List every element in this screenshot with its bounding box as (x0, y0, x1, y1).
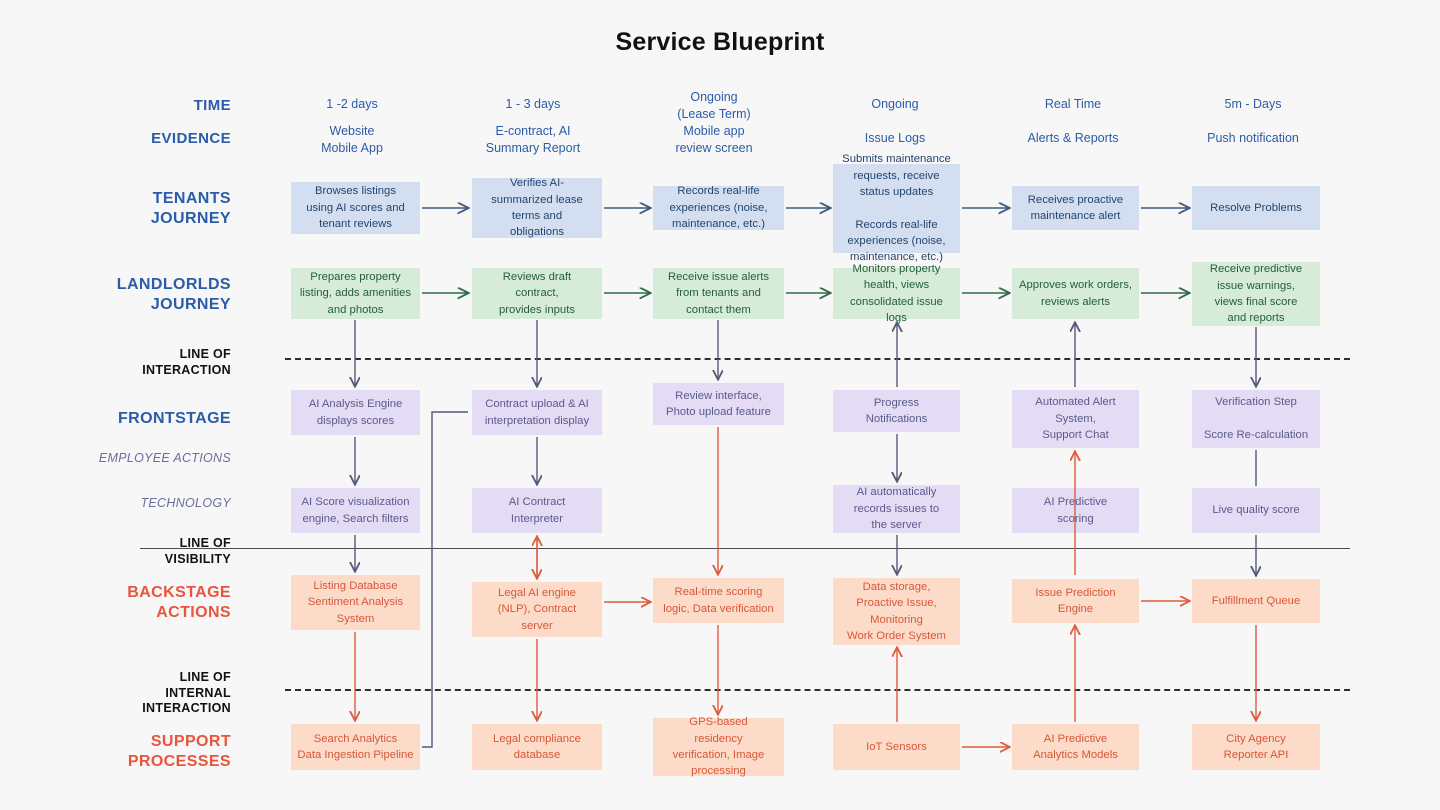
row-label-time: TIME (193, 97, 231, 114)
time-col-4: Ongoing (871, 97, 919, 111)
support-step-2[interactable]: Legal compliance database (472, 724, 602, 770)
line-of-visibility-rule (140, 548, 1350, 549)
time-col-1: 1 -2 days (326, 97, 378, 111)
support-step-1[interactable]: Search Analytics Data Ingestion Pipeline (291, 724, 420, 770)
landlord-step-2[interactable]: Reviews draft contract, provides inputs (472, 268, 602, 319)
evidence-col-1: Website Mobile App (321, 124, 383, 155)
backstage-step-6[interactable]: Fulfillment Queue (1192, 579, 1320, 623)
time-col-6: 5m - Days (1224, 97, 1282, 111)
time-col-2: 1 - 3 days (505, 97, 561, 111)
backstage-step-4[interactable]: Data storage, Proactive Issue, Monitorin… (833, 578, 960, 645)
backstage-to-technology-links (537, 452, 1075, 578)
row-label-landlords-journey: LANDLORLDS JOURNEY (116, 276, 231, 313)
frontstage-step-3[interactable]: Review interface, Photo upload feature (653, 383, 784, 425)
row-label-frontstage: FRONTSTAGE (117, 410, 231, 427)
line-of-interaction-rule (285, 358, 1350, 360)
row-label-evidence: EVIDENCE (151, 130, 231, 147)
time-col-3: Ongoing (Lease Term) (677, 90, 751, 121)
technology-step-1[interactable]: AI Score visualization engine, Search fi… (291, 488, 420, 533)
support-step-3[interactable]: GPS-based residency verification, Image … (653, 716, 784, 777)
tenant-step-3[interactable]: Records real-life experiences (noise, ma… (653, 185, 784, 230)
support-step-5[interactable]: AI Predictive Analytics Models (1012, 724, 1139, 770)
landlord-step-5[interactable]: Approves work orders, reviews alerts (1012, 268, 1139, 319)
landlord-step-3[interactable]: Receive issue alerts from tenants and co… (653, 268, 784, 319)
evidence-col-6: Push notification (1207, 131, 1299, 145)
technology-step-6[interactable]: Live quality score (1192, 488, 1320, 533)
row-label-line-of-interaction: LINE OF INTERACTION (142, 347, 231, 377)
frontstage-step-4[interactable]: Progress Notifications (833, 390, 960, 432)
pipeline-to-contract-upload-elbow (422, 411, 468, 748)
row-label-line-of-internal-interaction: LINE OF INTERNAL INTERACTION (142, 670, 231, 716)
frontstage-to-landlord-links (897, 323, 1075, 387)
technology-step-4[interactable]: AI automatically records issues to the s… (833, 485, 960, 533)
row-label-tenants-journey: TENANTS JOURNEY (150, 190, 231, 227)
backstage-step-5[interactable]: Issue Prediction Engine (1012, 579, 1139, 623)
landlord-to-frontstage-links (355, 320, 1256, 386)
tenant-step-4[interactable]: Submits maintenance requests, receive st… (833, 153, 960, 263)
page-title: Service Blueprint (615, 28, 825, 56)
evidence-col-5: Alerts & Reports (1027, 131, 1119, 145)
landlord-step-1[interactable]: Prepares property listing, adds amenitie… (291, 268, 420, 319)
support-step-4[interactable]: IoT Sensors (833, 724, 960, 770)
evidence-col-3: Mobile app review screen (675, 124, 753, 155)
row-label-backstage-actions: BACKSTAGE ACTIONS (127, 584, 231, 621)
landlord-step-4[interactable]: Monitors property health, views consolid… (833, 263, 960, 324)
frontstage-step-6[interactable]: Verification Step Score Re-calculation (1192, 390, 1320, 448)
frontstage-to-technology-links (355, 434, 897, 484)
technology-step-2[interactable]: AI Contract Interpreter (472, 488, 602, 533)
landlord-step-6[interactable]: Receive predictive issue warnings, views… (1192, 262, 1320, 326)
row-label-line-of-visibility: LINE OF VISIBILITY (164, 536, 231, 566)
backstage-step-1[interactable]: Listing Database Sentiment Analysis Syst… (291, 575, 420, 630)
technology-step-5[interactable]: AI Predictive scoring (1012, 488, 1139, 533)
frontstage-step-1[interactable]: AI Analysis Engine displays scores (291, 390, 420, 435)
row-label-support-processes: SUPPORT PROCESSES (127, 733, 231, 770)
tenant-step-1[interactable]: Browses listings using AI scores and ten… (291, 182, 420, 234)
row-label-technology: TECHNOLOGY (140, 496, 231, 510)
line-of-internal-interaction-rule (285, 689, 1350, 691)
row-label-employee-actions: EMPLOYEE ACTIONS (98, 451, 231, 465)
tenant-step-6[interactable]: Resolve Problems (1192, 186, 1320, 230)
time-col-5: Real Time (1044, 97, 1102, 111)
evidence-col-2: E-contract, AI Summary Report (485, 124, 581, 155)
evidence-col-4: Issue Logs (864, 131, 926, 145)
backstage-to-support-links (355, 625, 1256, 720)
technology-to-backstage-links (355, 535, 1256, 575)
frontstage-step-2[interactable]: Contract upload & AI interpretation disp… (472, 390, 602, 435)
support-step-6[interactable]: City Agency Reporter API (1192, 724, 1320, 770)
tenant-step-5[interactable]: Receives proactive maintenance alert (1012, 186, 1139, 230)
backstage-step-2[interactable]: Legal AI engine (NLP), Contract server (472, 582, 602, 637)
tenant-step-2[interactable]: Verifies AI- summarized lease terms and … (472, 177, 602, 238)
frontstage-step-5[interactable]: Automated Alert System, Support Chat (1012, 390, 1139, 448)
backstage-step-3[interactable]: Real-time scoring logic, Data verificati… (653, 578, 784, 623)
